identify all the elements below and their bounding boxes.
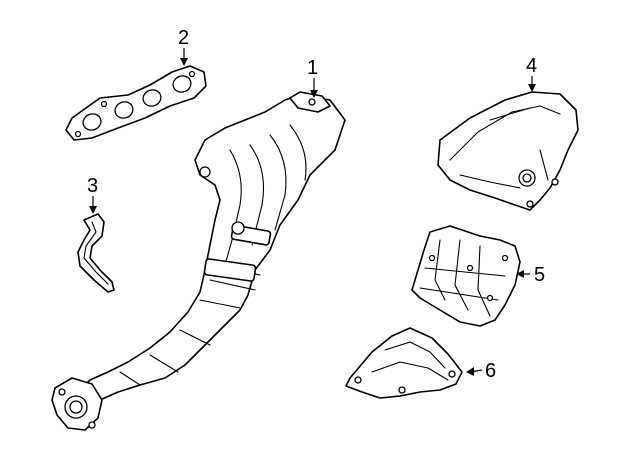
callout-5: 5	[534, 264, 545, 286]
part-bracket	[77, 213, 115, 293]
callout-3: 3	[87, 175, 98, 197]
leader-1	[310, 78, 318, 98]
leader-4	[528, 76, 536, 92]
part-upper-heat-shield	[437, 91, 579, 211]
part-heat-shield	[411, 225, 521, 327]
part-exhaust-manifold	[51, 91, 346, 431]
callout-4: 4	[526, 55, 537, 77]
leader-2	[180, 48, 188, 66]
callout-6: 6	[485, 360, 496, 382]
callout-2: 2	[178, 27, 189, 49]
leader-6	[466, 367, 483, 376]
leader-3	[89, 196, 97, 214]
part-manifold-gasket	[65, 65, 207, 141]
callout-1: 1	[307, 57, 318, 79]
leader-5	[516, 270, 530, 278]
part-lower-heat-shield	[345, 327, 463, 399]
